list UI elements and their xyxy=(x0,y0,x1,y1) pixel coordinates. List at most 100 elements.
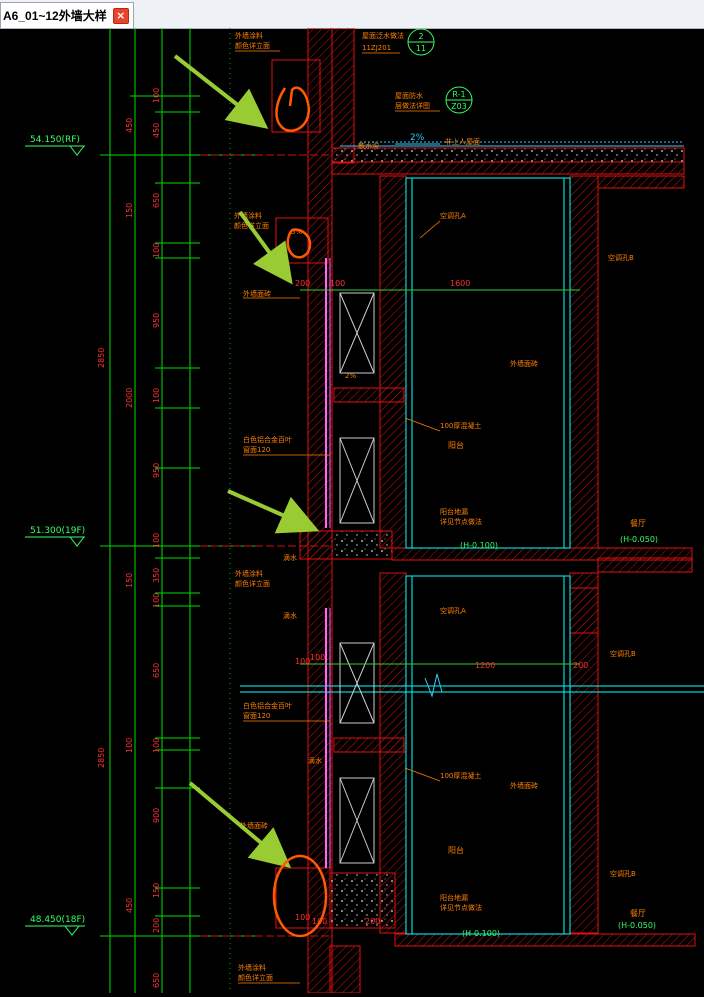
svg-text:450: 450 xyxy=(125,118,134,133)
svg-text:350: 350 xyxy=(152,568,161,583)
svg-text:11ZJ201: 11ZJ201 xyxy=(362,44,391,52)
svg-text:100厚混凝土: 100厚混凝土 xyxy=(440,771,481,780)
svg-text:100: 100 xyxy=(152,593,161,608)
svg-text:2850: 2850 xyxy=(97,348,106,368)
svg-text:滴水: 滴水 xyxy=(283,553,297,562)
svg-text:2850: 2850 xyxy=(97,748,106,768)
svg-text:100: 100 xyxy=(310,653,325,662)
svg-text:滴水: 滴水 xyxy=(283,611,297,620)
dimension-texts: 2850 2850 450 150 100 450 650 100 950 20… xyxy=(97,88,161,988)
inner-walls xyxy=(379,175,693,934)
svg-text:外墙涂料: 外墙涂料 xyxy=(238,963,266,972)
svg-text:阳台: 阳台 xyxy=(448,440,464,450)
annotations: 屋面泛水做法 11ZJ201 屋面防水 层做法详图 非上人屋面 外墙涂料 颜色详… xyxy=(234,31,636,982)
svg-text:滴水: 滴水 xyxy=(308,756,322,765)
svg-text:外墙面砖: 外墙面砖 xyxy=(240,821,268,830)
level-marks: 54.150(RF) 51.300(19F) 48.450(18F) xyxy=(25,135,85,936)
svg-text:详见节点做法: 详见节点做法 xyxy=(440,517,482,526)
room-labels: 餐厅 餐厅 阳台 阳台 xyxy=(448,440,646,918)
svg-text:100: 100 xyxy=(295,913,310,922)
svg-text:外墙涂料: 外墙涂料 xyxy=(234,211,262,220)
svg-text:200: 200 xyxy=(573,661,588,670)
svg-text:餐厅: 餐厅 xyxy=(630,519,646,528)
svg-text:2000: 2000 xyxy=(125,388,134,408)
svg-text:950: 950 xyxy=(152,313,161,328)
level-18f: 48.450(18F) xyxy=(30,915,85,925)
svg-text:阳台地漏: 阳台地漏 xyxy=(440,893,468,902)
highlight-arrows xyxy=(173,54,320,869)
svg-text:2: 2 xyxy=(418,32,423,41)
svg-text:屋面泛水做法: 屋面泛水做法 xyxy=(362,31,404,40)
level-rf: 54.150(RF) xyxy=(30,135,80,145)
window-frames xyxy=(325,258,405,868)
svg-text:阳台: 阳台 xyxy=(448,845,464,855)
svg-text:650: 650 xyxy=(152,663,161,678)
svg-text:空调孔B: 空调孔B xyxy=(610,869,636,878)
svg-text:空调孔A: 空调孔A xyxy=(440,211,466,220)
svg-text:Z03: Z03 xyxy=(451,102,467,111)
svg-text:空调孔A: 空调孔A xyxy=(440,606,466,615)
svg-text:200: 200 xyxy=(365,917,380,926)
svg-text:颜色详立面: 颜色详立面 xyxy=(235,579,270,588)
roof-slope: 2% xyxy=(395,133,440,145)
svg-text:空调孔B: 空调孔B xyxy=(610,649,636,658)
tab-bar: A6_01~12外墙大样 × xyxy=(0,0,704,29)
svg-text:(H-0.100): (H-0.100) xyxy=(462,929,500,938)
svg-text:11: 11 xyxy=(416,44,426,53)
svg-text:100: 100 xyxy=(152,533,161,548)
highlight-circles xyxy=(272,86,328,938)
svg-text:R-1: R-1 xyxy=(452,90,465,99)
svg-text:200: 200 xyxy=(152,918,161,933)
svg-text:外墙面砖: 外墙面砖 xyxy=(243,289,271,298)
structure-lines xyxy=(240,177,704,935)
svg-text:650: 650 xyxy=(152,193,161,208)
svg-text:餐厅: 餐厅 xyxy=(630,909,646,918)
dimension-lines xyxy=(100,28,260,993)
svg-text:100: 100 xyxy=(152,738,161,753)
tab-title: A6_01~12外墙大样 xyxy=(3,9,107,23)
svg-text:450: 450 xyxy=(152,123,161,138)
svg-text:(H-0.100): (H-0.100) xyxy=(460,541,498,550)
svg-text:非上人屋面: 非上人屋面 xyxy=(445,137,480,146)
svg-text:屋面防水: 屋面防水 xyxy=(395,91,423,100)
close-icon[interactable]: × xyxy=(112,7,129,24)
svg-text:窗面120: 窗面120 xyxy=(243,445,270,454)
svg-text:5%: 5% xyxy=(291,228,302,236)
svg-text:阳台地漏: 阳台地漏 xyxy=(440,507,468,516)
svg-text:外墙面砖: 外墙面砖 xyxy=(510,359,538,368)
svg-text:100: 100 xyxy=(125,738,134,753)
svg-text:外墙涂料: 外墙涂料 xyxy=(235,31,263,40)
tab-drawing[interactable]: A6_01~12外墙大样 × xyxy=(0,2,134,28)
svg-text:2%: 2% xyxy=(410,133,425,143)
section-marker-texts: 2 11 R-1 Z03 xyxy=(416,32,467,111)
svg-text:(H-0.050): (H-0.050) xyxy=(618,921,656,930)
svg-text:100: 100 xyxy=(152,88,161,103)
svg-text:白色铝合金百叶: 白色铝合金百叶 xyxy=(243,701,292,710)
svg-text:150: 150 xyxy=(125,573,134,588)
svg-text:200: 200 xyxy=(295,279,310,288)
section-markers xyxy=(407,28,473,114)
level-19f: 51.300(19F) xyxy=(30,526,85,536)
cad-drawing: 2850 2850 450 150 100 450 650 100 950 20… xyxy=(25,27,704,994)
svg-text:450: 450 xyxy=(125,898,134,913)
cad-canvas[interactable]: 2850 2850 450 150 100 450 650 100 950 20… xyxy=(0,27,704,994)
svg-text:100: 100 xyxy=(152,243,161,258)
svg-text:150: 150 xyxy=(152,883,161,898)
roof-slab xyxy=(331,141,685,175)
svg-text:950: 950 xyxy=(152,463,161,478)
svg-text:颜色详立面: 颜色详立面 xyxy=(235,41,270,50)
svg-text:1200: 1200 xyxy=(475,661,495,670)
svg-text:150: 150 xyxy=(125,203,134,218)
svg-text:(H-0.050): (H-0.050) xyxy=(620,535,658,544)
svg-text:1600: 1600 xyxy=(450,279,470,288)
svg-text:100: 100 xyxy=(295,657,310,666)
svg-text:900: 900 xyxy=(152,808,161,823)
svg-text:详见节点做法: 详见节点做法 xyxy=(440,903,482,912)
svg-text:空调孔B: 空调孔B xyxy=(608,253,634,262)
svg-text:散水沟: 散水沟 xyxy=(358,141,379,150)
horizontal-dims xyxy=(300,289,580,665)
svg-text:窗面120: 窗面120 xyxy=(243,711,270,720)
svg-text:外墙面砖: 外墙面砖 xyxy=(510,781,538,790)
horizontal-dim-texts: 1600 1200 200 100 100 200 100 100 100 20… xyxy=(295,279,588,926)
svg-text:2%: 2% xyxy=(345,372,356,380)
